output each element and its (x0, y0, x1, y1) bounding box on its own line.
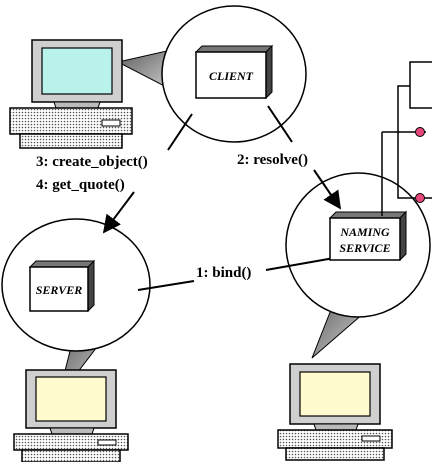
resolve-arrow (313, 169, 342, 210)
server-computer-icon (13, 369, 129, 463)
server-label: SERVER (36, 283, 82, 297)
naming-label-line1: NAMING (339, 225, 390, 239)
client-label: CLIENT (209, 69, 254, 83)
get-quote-label: 4: get_quote() (36, 177, 125, 193)
tree-port-dot-upper (415, 127, 425, 137)
create-object-arrow (167, 113, 193, 151)
naming-service-box: NAMING SERVICE (328, 210, 408, 262)
client-computer-icon (9, 39, 133, 149)
client-box: CLIENT (194, 44, 274, 100)
bind-label: 1: bind() (196, 265, 251, 281)
resolve-label: 2: resolve() (237, 152, 308, 168)
naming-tree (381, 61, 432, 216)
server-box: SERVER (28, 259, 96, 313)
create-object-label: 3: create_object() (36, 154, 148, 170)
bind-line-right (265, 257, 335, 271)
tree-port-dot-lower (415, 193, 425, 203)
bind-line (137, 280, 195, 291)
naming-label-line2: SERVICE (339, 241, 390, 255)
resolve-arrow-top (267, 105, 293, 143)
naming-computer-icon (277, 363, 393, 461)
get-quote-arrow (102, 191, 135, 234)
